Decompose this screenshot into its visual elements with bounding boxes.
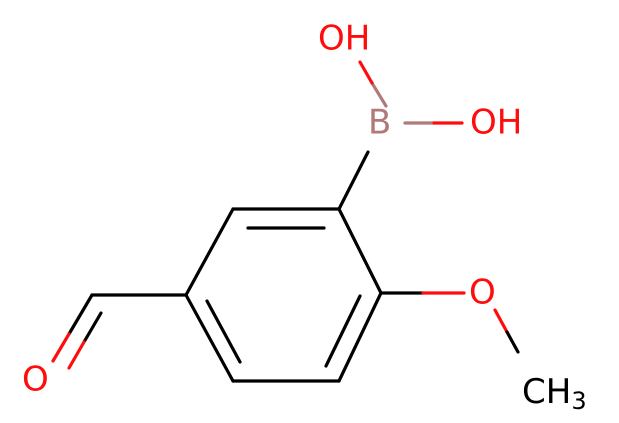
bond-methoxy-o-ch3-o <box>493 308 509 334</box>
methoxy-oxygen-label: O <box>469 273 496 313</box>
boron-atom-label: B <box>368 103 391 143</box>
methoxy-group: O CH3 <box>379 273 587 416</box>
bond-aldehyde-c-o-a-o <box>51 332 71 363</box>
benzene-ring <box>184 207 383 383</box>
aldehyde-oxygen-label: O <box>22 360 49 400</box>
bond-aldehyde-c-o-b-o <box>67 340 86 370</box>
aldehyde-group: O <box>22 293 188 400</box>
methyl-main-text: CH <box>522 372 571 412</box>
hydroxyl-right-label: OH <box>470 103 522 143</box>
bond-boron-oh-top-b <box>370 81 388 108</box>
methyl-subscript: 3 <box>571 387 586 415</box>
ring-bond-c4-c5 <box>184 293 235 383</box>
bond-boron-oh-top-o <box>358 60 374 85</box>
bond-c1-boron <box>337 150 370 211</box>
bond-aldehyde-c-o-a-c <box>67 293 94 336</box>
hydroxyl-top-label: OH <box>318 19 370 59</box>
ring-bond-c5-c6 <box>184 207 235 297</box>
ring-bond-c1-c2 <box>337 207 383 295</box>
methyl-label: CH3 <box>522 372 587 416</box>
ring-bond-c2-c3-inner <box>324 294 362 368</box>
ring-bond-c4-c5-inner <box>205 299 242 364</box>
bond-aldehyde-c-o-b-c <box>82 311 103 344</box>
bond-methoxy-o-ch3-c <box>505 330 520 354</box>
boronic-acid-group: B OH OH <box>318 19 522 211</box>
ring-bond-c2-c3 <box>337 291 383 383</box>
